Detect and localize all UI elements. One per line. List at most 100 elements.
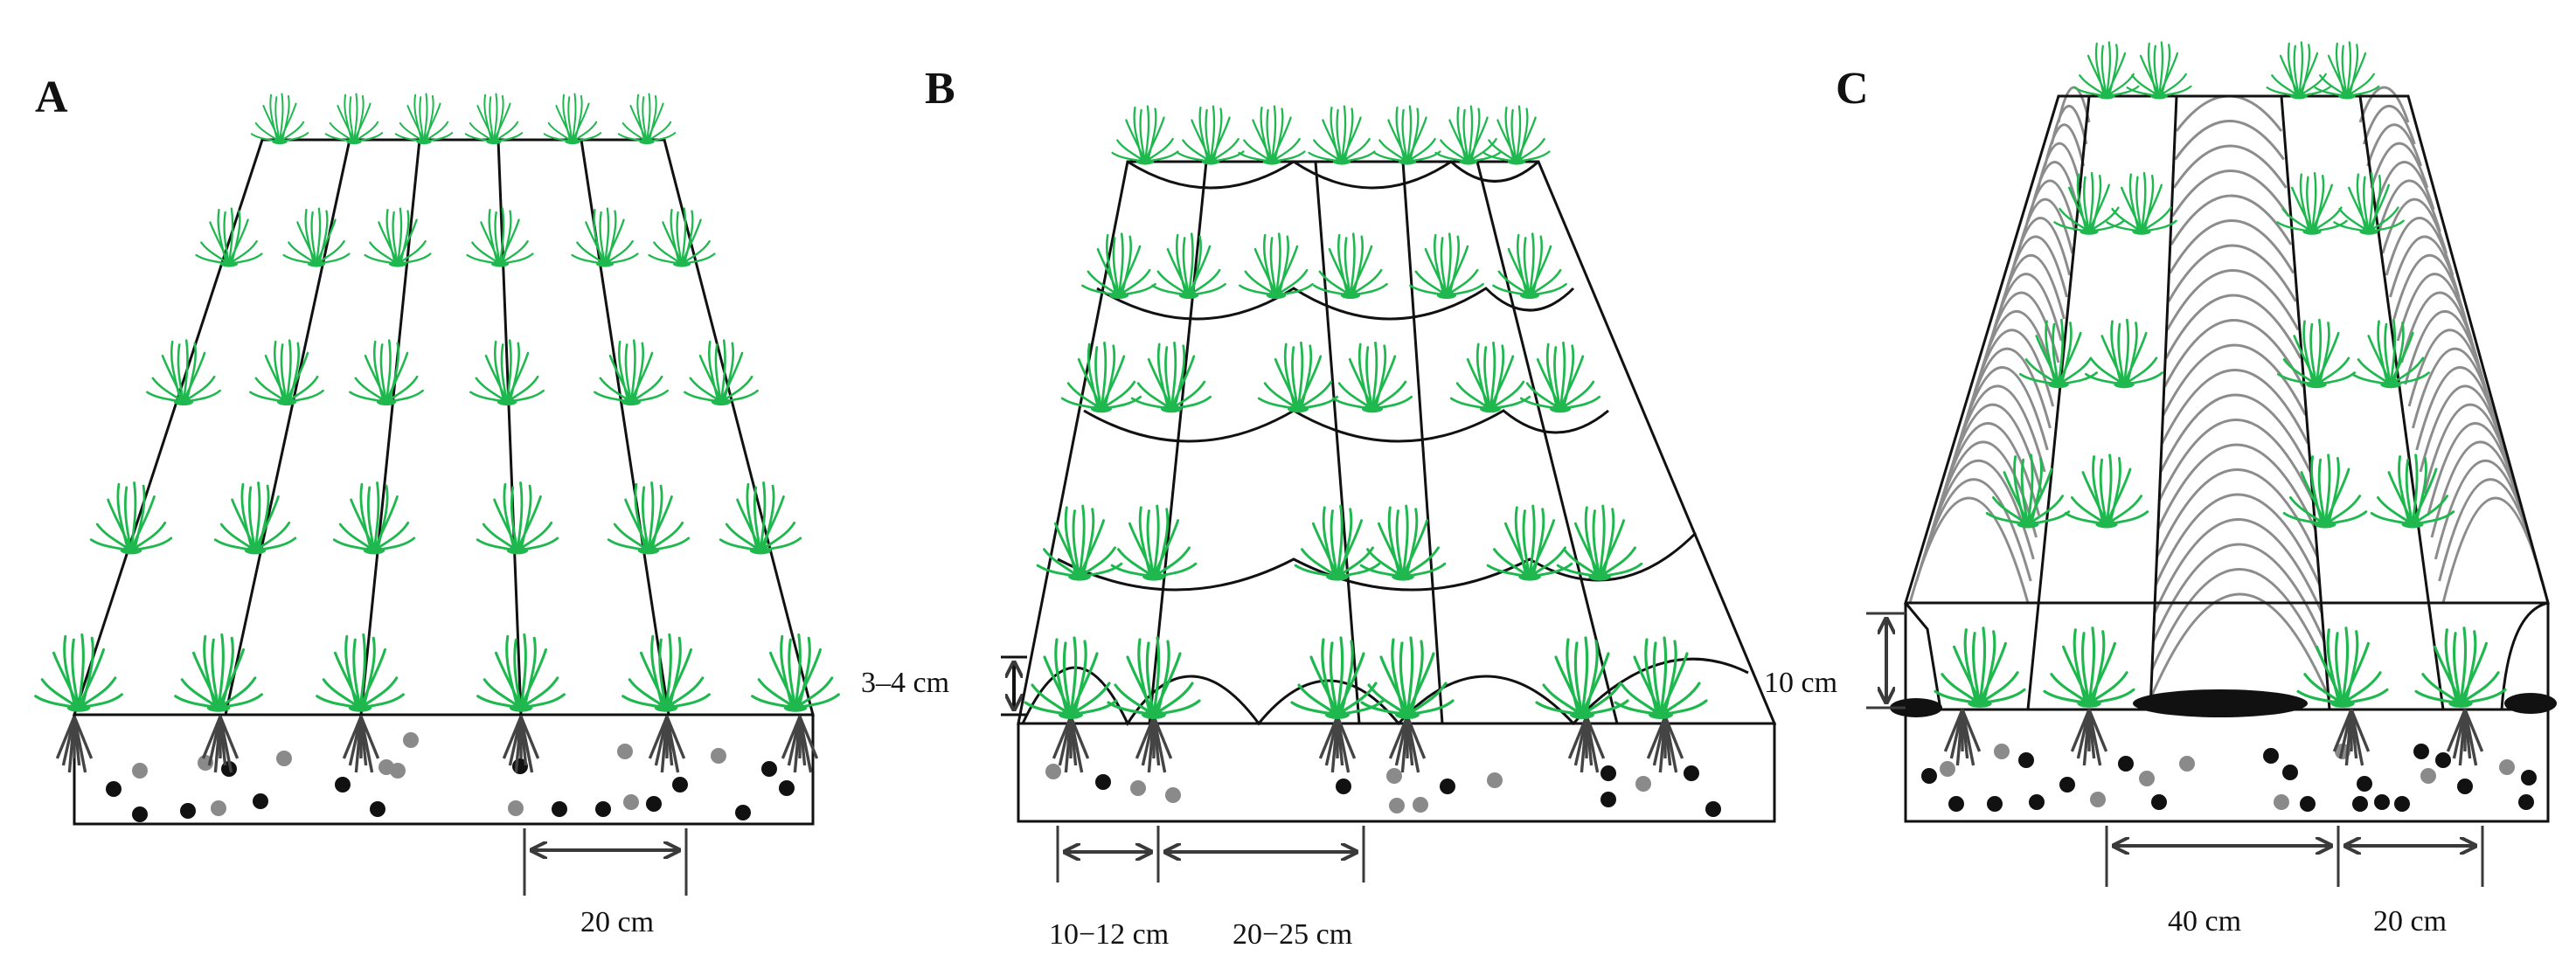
rice-plant-icon <box>1449 341 1531 413</box>
rice-plant-icon <box>621 633 711 712</box>
rice-plant-icon <box>316 633 405 712</box>
rice-plant-icon <box>684 339 759 405</box>
rice-plant-icon <box>1130 341 1212 413</box>
soil-particle <box>1045 764 1061 779</box>
root-icon <box>502 716 540 773</box>
rice-plant-icon <box>1373 105 1441 165</box>
rice-plant-icon <box>1556 504 1643 581</box>
rice-plant-icon <box>2370 453 2455 529</box>
rice-plant-icon <box>1111 105 1179 165</box>
soil-particle <box>211 800 226 816</box>
rice-plant-icon <box>213 481 297 555</box>
soil-particle <box>2357 776 2372 792</box>
soil-particle <box>2139 771 2155 786</box>
rice-plant-icon <box>1294 504 1381 581</box>
soil-particle <box>2151 794 2167 810</box>
panel-c-spacing-dimensions: 40 cm 20 cm <box>2105 826 2484 938</box>
panel-a-row-lines <box>224 139 670 716</box>
soil-particle <box>761 761 777 777</box>
soil-particle <box>378 759 394 775</box>
soil-particle <box>2394 796 2410 812</box>
panel-a-spacing-label: 20 cm <box>580 906 654 938</box>
soil-particle <box>1940 761 1955 777</box>
rice-plant-icon <box>1177 105 1245 165</box>
soil-particle <box>2499 759 2515 775</box>
rice-plant-icon <box>1110 504 1198 581</box>
soil-particle <box>711 748 726 764</box>
rice-plant-icon <box>1308 105 1376 165</box>
soil-particle <box>2274 794 2289 810</box>
rice-plant-icon <box>2414 626 2507 708</box>
panel-c-furrows <box>1890 689 2557 717</box>
panel-b-letter: B <box>925 64 955 114</box>
soil-particle <box>552 801 567 817</box>
soil-particle <box>132 806 148 822</box>
soil-particle <box>1386 768 1402 784</box>
soil-particle <box>617 744 633 759</box>
panel-c-soil <box>1921 744 2537 812</box>
soil-particle <box>2018 752 2034 768</box>
rice-plant-icon <box>349 339 424 405</box>
soil-particle <box>1994 744 2010 759</box>
soil-particle <box>2457 779 2473 794</box>
rice-plant-icon <box>250 93 309 145</box>
rice-plant-icon <box>1519 341 1601 413</box>
soil-particle <box>253 793 268 809</box>
rice-plant-icon <box>719 481 802 555</box>
soil-particle <box>2435 752 2451 768</box>
rice-plant-icon <box>174 633 263 712</box>
rice-plant-icon <box>2350 318 2431 389</box>
rice-plant-icon <box>195 207 263 267</box>
soil-particle <box>2263 748 2279 764</box>
panel-b-row-spacing-label: 10−12 cm <box>1049 918 1169 951</box>
rice-plant-icon <box>282 207 351 267</box>
panel-b-bed-height-label: 10 cm <box>1764 667 1837 699</box>
rice-plant-icon <box>1036 504 1123 581</box>
panel-b-ridge-waves <box>1021 160 1749 727</box>
rice-plant-icon <box>1492 232 1567 299</box>
rice-plant-icon <box>476 481 559 555</box>
rice-plant-icon <box>324 93 384 145</box>
soil-particle <box>1921 768 1937 784</box>
soil-particle <box>2521 770 2537 786</box>
root-icon <box>1646 716 1684 773</box>
rice-plant-icon <box>1359 504 1447 581</box>
soil-particle <box>1684 765 1699 781</box>
soil-particle <box>2059 777 2075 793</box>
panel-b-ridge-height-label: 3–4 cm <box>861 667 949 699</box>
rice-plant-icon <box>571 207 639 267</box>
soil-particle <box>2352 796 2368 812</box>
root-icon <box>1388 716 1427 773</box>
soil-particle <box>1130 780 1146 796</box>
rice-plant-icon <box>364 207 432 267</box>
rice-plant-icon <box>751 633 840 712</box>
rice-plant-icon <box>2266 41 2332 100</box>
panel-a: A 20 cm <box>34 73 840 938</box>
panel-c-film-arches <box>1908 86 2550 700</box>
panel-b-roots <box>1052 716 1684 773</box>
rice-plant-icon <box>1482 105 1551 165</box>
root-icon <box>2070 709 2108 766</box>
rice-plant-icon <box>1024 636 1118 719</box>
soil-particle <box>2300 796 2316 812</box>
rice-plant-icon <box>466 207 534 267</box>
soil-particle <box>1440 779 1455 794</box>
rice-plant-icon <box>464 93 524 145</box>
rice-plant-icon <box>1313 232 1388 299</box>
soil-particle <box>1095 774 1111 790</box>
soil-particle <box>2029 794 2045 810</box>
rice-plant-icon <box>1081 232 1156 299</box>
panel-b-bed-height-dimension: 10 cm <box>1764 667 1837 699</box>
soil-particle <box>2420 768 2436 784</box>
soil-particle <box>1600 792 1616 807</box>
panel-c-furrow-spacing-label: 40 cm <box>2168 905 2241 938</box>
soil-particle <box>370 801 385 817</box>
rice-plant-icon <box>394 93 454 145</box>
root-icon <box>1943 709 1982 766</box>
root-icon <box>1135 716 1173 773</box>
soil-particle <box>2179 756 2195 772</box>
root-icon <box>55 716 94 773</box>
soil-particle <box>1413 797 1428 813</box>
panel-a-letter: A <box>35 73 68 122</box>
